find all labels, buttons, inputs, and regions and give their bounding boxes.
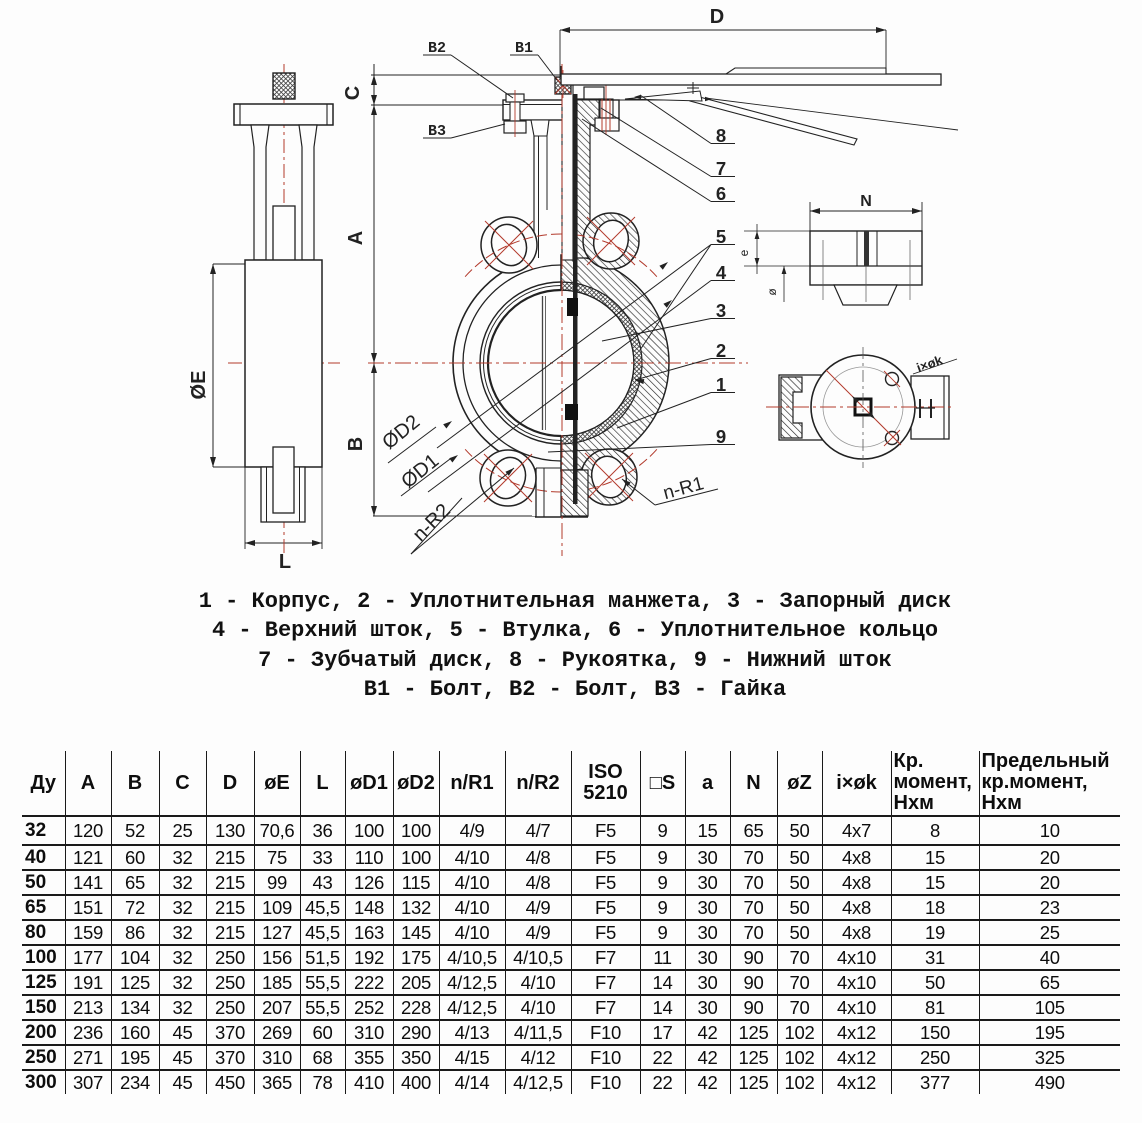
svg-text:ØE: ØE: [188, 371, 210, 400]
svg-text:ø: ø: [765, 288, 779, 296]
svg-text:B1: B1: [515, 40, 533, 57]
svg-text:4: 4: [716, 262, 727, 283]
svg-text:B2: B2: [428, 40, 446, 57]
svg-text:B3: B3: [428, 123, 446, 140]
svg-text:2: 2: [716, 340, 726, 361]
svg-text:C: C: [342, 86, 364, 100]
svg-text:5: 5: [716, 226, 726, 247]
svg-text:A: A: [345, 231, 367, 245]
svg-text:ØD2: ØD2: [378, 411, 424, 454]
svg-text:7: 7: [716, 158, 726, 179]
svg-text:D: D: [710, 6, 724, 28]
svg-text:e: e: [737, 249, 751, 256]
svg-text:N: N: [860, 193, 872, 210]
svg-text:1: 1: [716, 374, 726, 395]
svg-text:3: 3: [716, 300, 726, 321]
svg-text:6: 6: [716, 183, 726, 204]
svg-text:B: B: [345, 437, 367, 451]
svg-text:9: 9: [716, 426, 726, 447]
svg-text:n-R1: n-R1: [661, 473, 706, 504]
svg-text:8: 8: [716, 125, 726, 146]
svg-text:L: L: [279, 551, 291, 573]
